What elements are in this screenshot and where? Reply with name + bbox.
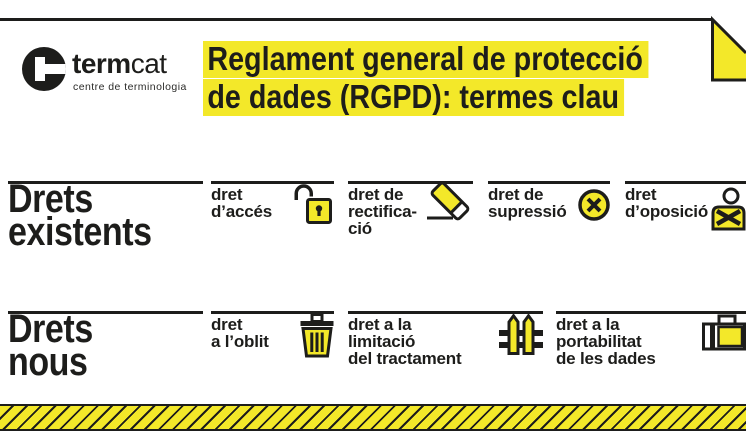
page-title-line2: de dades (RGPD): termes clau <box>203 79 625 116</box>
section-heading-new-rights: Drets nous <box>8 307 93 384</box>
folded-corner-icon <box>711 15 746 82</box>
person-crossed-arms-icon <box>711 187 746 231</box>
heading-line: existents <box>8 210 152 254</box>
row2-col3-rule <box>556 311 746 314</box>
heading-line: nous <box>8 340 88 384</box>
row1-col2-rule <box>348 181 473 184</box>
open-padlock-icon <box>294 184 332 224</box>
row2-col1-rule <box>211 311 334 314</box>
suitcase-icon <box>702 314 746 351</box>
section-heading-existing-rights: Drets existents <box>8 177 152 254</box>
brand-name-bold: term <box>72 48 131 79</box>
page-title: Reglament general de protecció de dades … <box>203 41 649 117</box>
trash-bin-icon <box>300 313 334 358</box>
row1-heading-rule <box>8 181 203 184</box>
delete-circle-icon <box>578 189 610 221</box>
hazard-stripe-band <box>0 404 746 431</box>
brand-tagline: centre de terminologia <box>73 81 187 93</box>
row2-heading-rule <box>8 311 203 314</box>
heading-line: Drets <box>8 177 93 221</box>
brand-name: termcat <box>72 50 167 78</box>
heading-line: Drets <box>8 307 93 351</box>
term-right-of-access: dret d’accés <box>211 185 272 221</box>
term-right-to-object: dret d’oposició <box>625 185 709 221</box>
term-right-of-erasure-suppression: dret de supressió <box>488 185 567 221</box>
termcat-logo-icon <box>22 47 66 91</box>
term-right-to-be-forgotten: dret a l’oblit <box>211 315 269 351</box>
top-rule <box>0 18 712 21</box>
page-title-line1: Reglament general de protecció <box>203 41 649 78</box>
row1-col1-rule <box>211 181 334 184</box>
row1-col4-rule <box>625 181 746 184</box>
term-right-to-restriction-of-processing: dret a la limitació del tractament <box>348 315 462 368</box>
row2-col2-rule <box>348 311 543 314</box>
brand-name-regular: cat <box>130 48 167 79</box>
term-right-of-rectification: dret de rectifica- ció <box>348 185 417 238</box>
fence-icon <box>499 314 543 355</box>
term-right-to-data-portability: dret a la portabilitat de les dades <box>556 315 656 368</box>
row1-col3-rule <box>488 181 610 184</box>
eraser-icon <box>427 182 470 221</box>
